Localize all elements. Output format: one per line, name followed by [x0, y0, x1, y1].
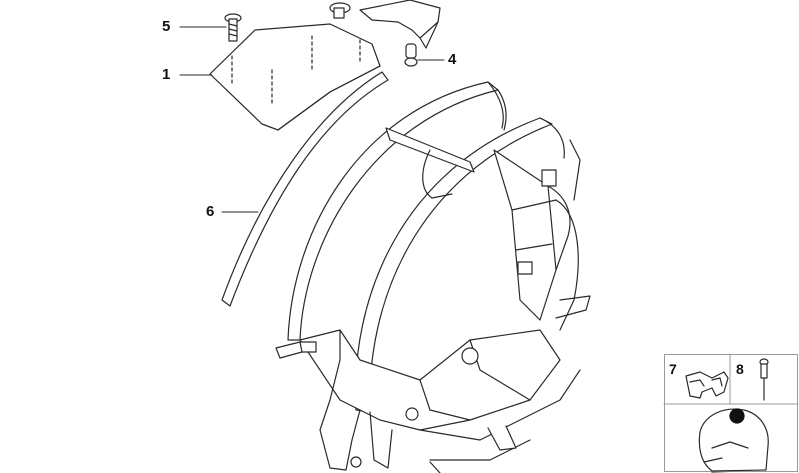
rear-bracket	[359, 0, 441, 49]
callout-leaders	[179, 26, 445, 213]
frame-front-lower	[319, 399, 393, 471]
grommet-part-4	[404, 43, 418, 67]
frame-center-spine	[493, 149, 571, 321]
frame-cross-brace	[385, 127, 475, 199]
detail-label-8: 8	[736, 361, 744, 377]
frame-right-struts	[555, 139, 591, 331]
frame-lower-cradle	[275, 329, 561, 431]
callout-label-1: 1	[162, 66, 171, 83]
bolt-part-5	[224, 13, 242, 42]
screw-top	[329, 2, 351, 19]
frame-bottom-rails	[419, 369, 581, 473]
seat-cover-pad	[209, 23, 381, 131]
detail-bracket-view-overlay	[698, 408, 769, 472]
callout-label-5: 5	[162, 18, 171, 35]
callout-label-6: 6	[206, 203, 215, 220]
seal-strip-part-6	[221, 71, 389, 307]
detail-label-7: 7	[669, 361, 677, 377]
detail-rivet-part-8-overlay	[759, 358, 769, 401]
frame-inner-arc	[354, 117, 565, 413]
callout-label-4: 4	[448, 51, 457, 68]
detail-clip-part-7-overlay	[685, 371, 729, 399]
